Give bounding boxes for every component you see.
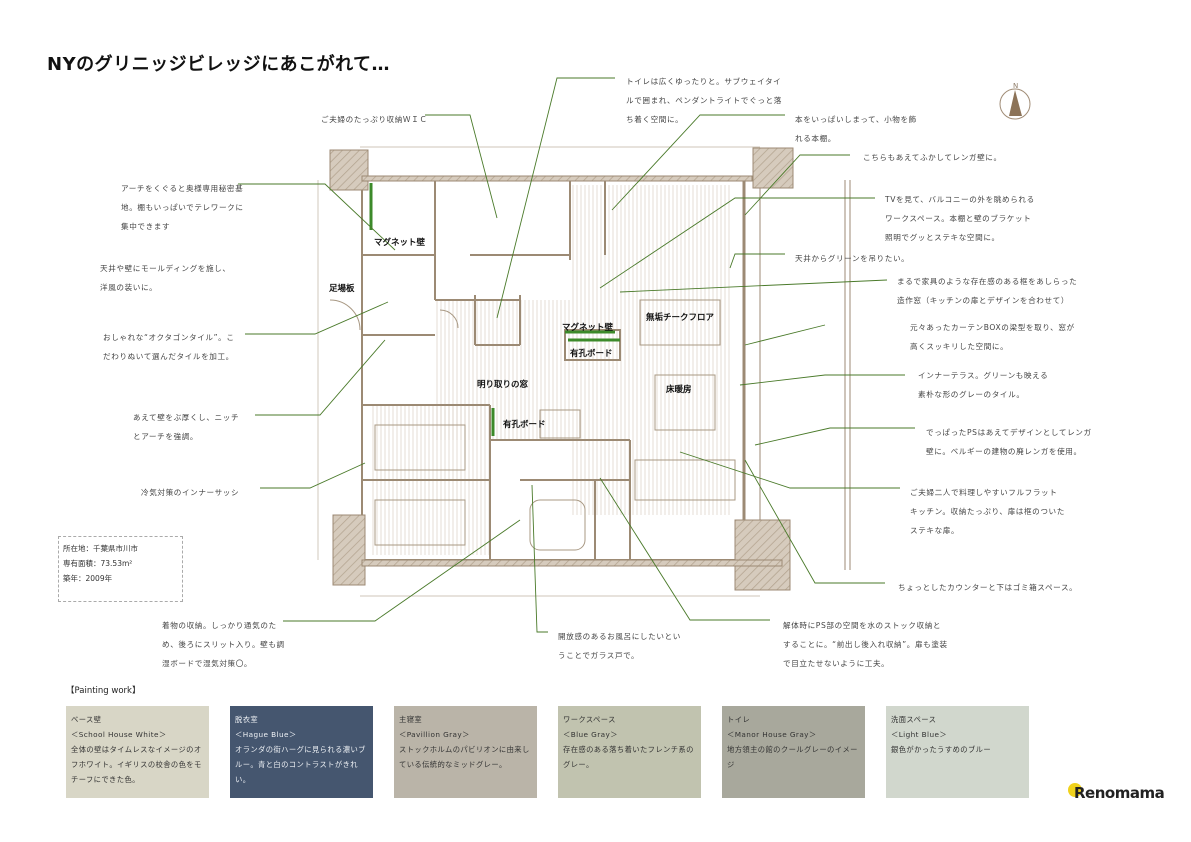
dimension-lines <box>317 146 760 597</box>
swatch-toilet: トイレ ＜Manor House Gray＞ 地方領主の館のクールグレーのイメー… <box>722 706 865 798</box>
note-ps-brick: でっぱったPSはあえてデザインとしてレンガ 壁に。ベルギーの建物の廃レンガを使用… <box>926 428 1092 456</box>
note-kitchen: ご夫婦二人で料理しやすいフルフラット キッチン。収納たっぷり、扉は框のついた ス… <box>910 488 1065 535</box>
room-label-pegboard: 有孔ボード <box>570 349 613 359</box>
logo-mark-icon <box>1068 783 1082 797</box>
swatch-color-name: ＜Pavillion Gray＞ <box>399 730 470 739</box>
swatch-room: 脱衣室 <box>235 715 259 724</box>
note-counter: ちょっとしたカウンターと下はゴミ箱スペース。 <box>898 583 1078 592</box>
swatch-desc: 地方領主の館のクールグレーのイメージ <box>727 745 858 769</box>
swatch-color-name: ＜Blue Gray＞ <box>563 730 618 739</box>
swatch-room: ワークスペース <box>563 715 616 724</box>
leader-lines <box>238 77 915 633</box>
note-kimono-storage: 着物の収納。しっかり通気のた め、後ろにスリット入り。壁も調 湿ボードで湿気対策… <box>162 621 285 668</box>
note-inner-terrace: インナーテラス。グリーンも映える 素朴な形のグレーのタイル。 <box>918 371 1049 399</box>
note-bookshelf: 本をいっぱいしまって、小物を飾 れる本棚。 <box>795 115 917 143</box>
logo-text: Renomama <box>1074 784 1165 802</box>
furniture <box>329 299 736 551</box>
swatch-base-wall: ベース壁 ＜School House White＞ 全体の壁はタイムレスなイメー… <box>66 706 209 798</box>
swatch-desc: ストックホルムのパビリオンに由来している伝統的なミッドグレー。 <box>399 745 530 769</box>
note-hanging-green: 天井からグリーンを吊りたい。 <box>795 254 910 263</box>
structural-columns <box>329 147 794 591</box>
swatch-room: ベース壁 <box>71 715 102 724</box>
swatch-master-bedroom: 主寝室 ＜Pavillion Gray＞ ストックホルムのパビリオンに由来してい… <box>394 706 537 798</box>
swatch-room: トイレ <box>727 715 751 724</box>
swatch-room: 洗面スペース <box>891 715 937 724</box>
swatch-room: 主寝室 <box>399 715 423 724</box>
swatch-desc: オランダの街ハーグに見られる濃いブルー。青と白のコントラストがきれい。 <box>235 745 366 784</box>
swatch-washroom: 洗面スペース ＜Light Blue＞ 銀色がかったうすめのブルー <box>886 706 1029 798</box>
room-label-teak-floor: 無垢チークフロア <box>646 313 715 323</box>
info-location: 所在地：千葉県市川市 <box>63 544 138 553</box>
note-arch-den: アーチをくぐると奥様専用秘密基 地。棚もいっぱいでテレワークに 集中できます <box>121 184 244 231</box>
swatch-color-name: ＜Hague Blue＞ <box>235 730 297 739</box>
note-toilet: トイレは広くゆったりと。サブウェイタイ ルで囲まれ、ペンダントライトでぐっと落 … <box>626 77 782 124</box>
swatch-workspace: ワークスペース ＜Blue Gray＞ 存在感のある落ち着いたフレンチ系のグレー… <box>558 706 701 798</box>
swatch-desc: 銀色がかったうすめのブルー <box>891 745 992 754</box>
note-wic: ご夫婦のたっぷり収納ＷＩＣ <box>321 115 428 124</box>
note-water-storage: 解体時にPS部の空間を水のストック収納と することに。“前出し後入れ収納”。扉も… <box>783 621 948 668</box>
room-label-skylight-window: 明り取りの窓 <box>477 380 529 390</box>
swatch-desc: 全体の壁はタイムレスなイメージのオフホワイト。イギリスの校舎の色をモチーフにでき… <box>71 745 202 784</box>
note-molding: 天井や壁にモールディングを施し、 洋風の装いに。 <box>100 264 231 292</box>
note-inner-sash: 冷気対策のインナーサッシ <box>141 488 240 497</box>
swatch-desc: 存在感のある落ち着いたフレンチ系のグレー。 <box>563 745 694 769</box>
feature-walls <box>369 183 620 436</box>
info-area: 専有面積：73.53m² <box>63 559 133 568</box>
note-thick-wall: あえて壁をぶ厚くし、ニッチ とアーチを強調。 <box>133 413 240 441</box>
note-custom-window: まるで家具のような存在感のある框をあしらった 造作窓（キッチンの扉とデザインを合… <box>897 277 1078 305</box>
room-label-scaffold-board: 足場板 <box>329 284 355 294</box>
room-label-magnet-wall-2: マグネット壁 <box>562 323 614 333</box>
walls <box>361 179 851 570</box>
compass-icon: N <box>999 80 1039 124</box>
swatch-color-name: ＜Light Blue＞ <box>891 730 948 739</box>
room-label-floor-heating: 床暖房 <box>666 385 692 395</box>
note-octagon-tile: おしゃれな“オクタゴンタイル”。こ だわりぬいて選んだタイルを加工。 <box>103 333 235 361</box>
page-title: NYのグリニッジビレッジにあこがれて… <box>47 54 391 75</box>
swatch-color-name: ＜Manor House Gray＞ <box>727 730 817 739</box>
swatch-color-name: ＜School House White＞ <box>71 730 167 739</box>
note-brick-wall: こちらもあえてふかしてレンガ壁に。 <box>863 153 1002 162</box>
room-label-magnet-wall: マグネット壁 <box>374 238 426 248</box>
note-workspace: TVを見て、バルコニーの外を眺められる ワークスペース。本棚と壁のブラケット 照… <box>885 195 1035 242</box>
property-info-box: 所在地：千葉県市川市 専有面積：73.53m² 築年：2009年 <box>58 536 183 602</box>
swatch-dressing-room: 脱衣室 ＜Hague Blue＞ オランダの街ハーグに見られる濃いブルー。青と白… <box>230 706 373 798</box>
painting-work-title: 【Painting work】 <box>66 686 141 696</box>
renomama-logo: Renomama <box>1068 778 1165 808</box>
note-bath: 開放感のあるお風呂にしたいとい うことでガラス戸で。 <box>558 632 681 660</box>
info-built: 築年：2009年 <box>63 574 113 583</box>
room-label-pegboard-2: 有孔ボード <box>503 420 546 430</box>
svg-text:N: N <box>1013 82 1018 90</box>
note-curtain-box: 元々あったカーテンBOXの梁型を取り、窓が 高くスッキリした空間に。 <box>910 323 1075 351</box>
